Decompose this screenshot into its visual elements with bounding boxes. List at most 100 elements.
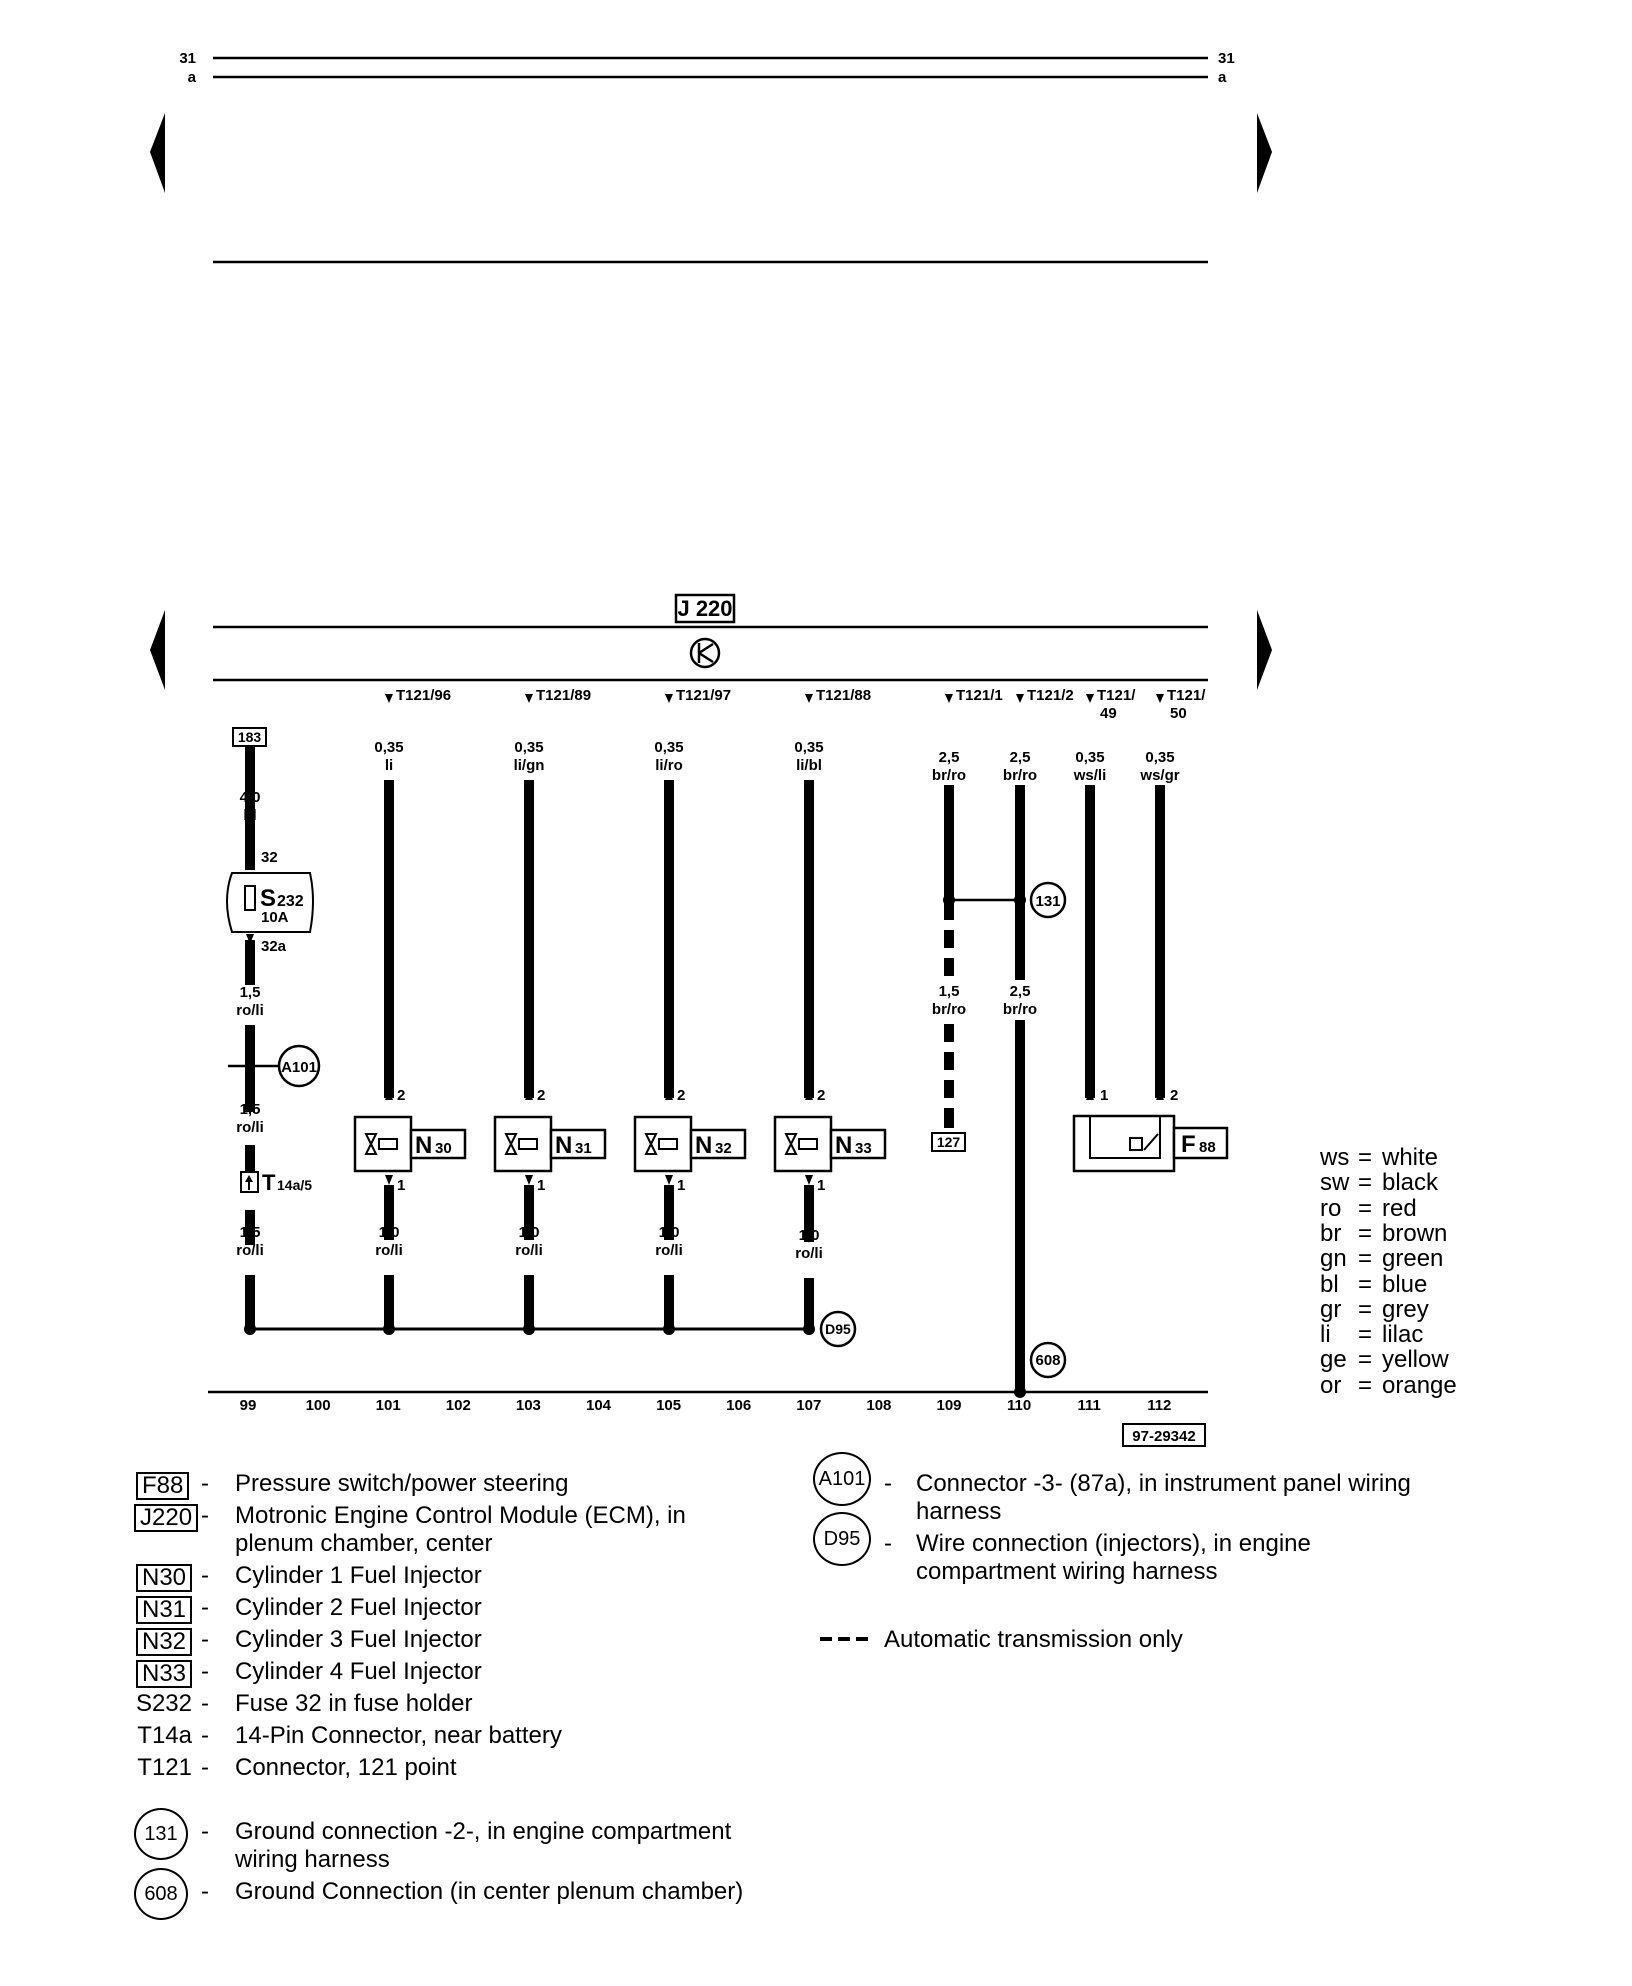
ground-131-circle (1029, 881, 1067, 919)
color-key-code-ro: ro (1320, 1194, 1342, 1222)
wire-109-size: 2,5 (939, 749, 960, 766)
legend-desc-d95-1: Wire connection (injectors), in engine (916, 1530, 1311, 1557)
rail-31-left: 31 (179, 50, 196, 67)
wire-99b-color: ro/li (236, 1119, 264, 1136)
legend-dash: - (201, 1502, 209, 1529)
color-key-name-ws: white (1382, 1144, 1439, 1171)
fuse-pin-32: 32 (261, 849, 278, 866)
wire-101-color: li (385, 757, 393, 774)
legend-desc-n32: Cylinder 3 Fuel Injector (235, 1626, 482, 1653)
wire-99a-color: ro/li (236, 1002, 264, 1019)
legend-desc-608: Ground Connection (in center plenum cham… (235, 1878, 744, 1905)
color-key-code-bl: bl (1320, 1270, 1339, 1298)
legend-dash: - (201, 1690, 209, 1717)
legend-dash: - (201, 1658, 209, 1685)
legend-desc-n31: Cylinder 2 Fuel Injector (235, 1594, 482, 1621)
color-key-code-li: li (1320, 1321, 1331, 1349)
dashed-line-symbol (820, 1637, 868, 1641)
injector-n30: 2 N 30 1 (353, 1087, 467, 1194)
legend-code-j220: J220 (134, 1504, 199, 1532)
wire-103-out-size: 1,0 (519, 1224, 540, 1241)
pin-t121-1: T121/1 (956, 687, 1003, 704)
color-key-equals: = (1358, 1219, 1373, 1247)
ground-608: 608 (1035, 1352, 1060, 1369)
color-key-name-bl: blue (1382, 1270, 1428, 1298)
track-number-101: 101 (376, 1397, 401, 1414)
legend-desc-a101-1: Connector -3- (87a), in instrument panel… (916, 1470, 1411, 1497)
wire-connection-d95: D95 (825, 1321, 851, 1337)
fuse-pin-32a: 32a (261, 938, 287, 955)
color-key-code-sw: sw (1320, 1169, 1350, 1197)
track-number-111: 111 (1078, 1397, 1101, 1414)
track-number-105: 105 (656, 1397, 681, 1414)
next-page-arrow-bottom[interactable] (1257, 610, 1272, 690)
legend-code-s232: S232 (135, 1690, 192, 1717)
pin-t121-89: T121/89 (536, 687, 591, 704)
figure-id: 97-29342 (1132, 1428, 1195, 1445)
prev-page-arrow-top[interactable] (150, 113, 165, 193)
legend-desc-n33: Cylinder 4 Fuel Injector (235, 1658, 482, 1685)
wire-110b-size: 2,5 (1010, 983, 1031, 1000)
wire-105-out-color: ro/li (655, 1242, 683, 1259)
legend-code-n32: N32 (136, 1628, 193, 1656)
connection-183-box (232, 727, 267, 747)
connector-t14a-main: T (262, 1170, 276, 1195)
color-key-code-or: or (1320, 1371, 1342, 1399)
prev-page-arrow-bottom[interactable] (150, 610, 165, 690)
legend-desc-dashed: Automatic transmission only (884, 1626, 1183, 1653)
legend-desc-131-1: Ground connection -2-, in engine compart… (235, 1818, 732, 1845)
track-number-112: 112 (1147, 1397, 1171, 1414)
legend-desc-n30: Cylinder 1 Fuel Injector (235, 1562, 482, 1589)
color-key-equals: = (1358, 1295, 1373, 1323)
color-key-name-gn: green (1382, 1245, 1444, 1273)
track-number-103: 103 (516, 1397, 541, 1414)
color-key-equals: = (1358, 1169, 1373, 1197)
legend-code-n30: N30 (136, 1564, 193, 1592)
wire-109-color: br/ro (932, 767, 966, 784)
wire-112-size: 0,35 (1145, 749, 1174, 766)
color-key-equals: = (1358, 1270, 1373, 1298)
module-pin-arrows (385, 694, 1164, 703)
legend-desc-t14a: 14-Pin Connector, near battery (235, 1722, 562, 1749)
legend-code-131: 131 (134, 1808, 188, 1860)
wires (245, 745, 1165, 1392)
legend-desc-s232: Fuse 32 in fuse holder (235, 1690, 473, 1717)
injector-n32: 2 N 32 1 (633, 1087, 747, 1194)
track-number-102: 102 (446, 1397, 471, 1414)
next-page-arrow-top[interactable] (1257, 113, 1272, 193)
color-key-code-gn: gn (1320, 1245, 1347, 1273)
rail-a-left: a (188, 69, 197, 86)
fuse-sub: 232 (277, 893, 304, 910)
connector-t14a-sub: 14a/5 (277, 1177, 312, 1193)
track-number-107: 107 (796, 1397, 821, 1414)
wire-110b-color: br/ro (1003, 1001, 1037, 1018)
connection-183: 183 (238, 729, 262, 745)
wire-99b-size: 1,5 (240, 1101, 261, 1118)
n30-sub: 30 (435, 1140, 452, 1157)
wire-109b-color: br/ro (932, 1001, 966, 1018)
color-key-name-ro: red (1382, 1194, 1417, 1222)
legend-code-n33: N33 (136, 1660, 193, 1688)
track-number-104: 104 (586, 1397, 612, 1414)
legend-desc-t121: Connector, 121 point (235, 1754, 457, 1781)
n31-label: N (555, 1132, 572, 1159)
legend-desc-j220-2: plenum chamber, center (235, 1530, 493, 1557)
legend-dash: - (884, 1530, 892, 1557)
ground-131: 131 (1035, 893, 1060, 910)
color-key-equals: = (1358, 1321, 1373, 1349)
track-number-100: 100 (306, 1397, 331, 1414)
legend-dash: - (201, 1470, 209, 1497)
rail-a-right: a (1218, 69, 1227, 86)
pin-t121-49-b: 49 (1100, 705, 1117, 722)
color-key-name-sw: black (1382, 1169, 1439, 1197)
track-number-106: 106 (726, 1397, 751, 1414)
n33-sub: 33 (855, 1140, 872, 1157)
color-key-equals: = (1358, 1144, 1373, 1171)
fuse-amp: 10A (261, 909, 289, 926)
rail-31-right: 31 (1218, 50, 1235, 67)
wire-105-color: li/ro (655, 757, 683, 774)
legend-code-d95: D95 (813, 1512, 871, 1566)
injector-n33: 2 N 33 1 (773, 1087, 887, 1194)
wire-107-size: 0,35 (794, 739, 823, 756)
wire-107-color: li/bl (796, 757, 822, 774)
